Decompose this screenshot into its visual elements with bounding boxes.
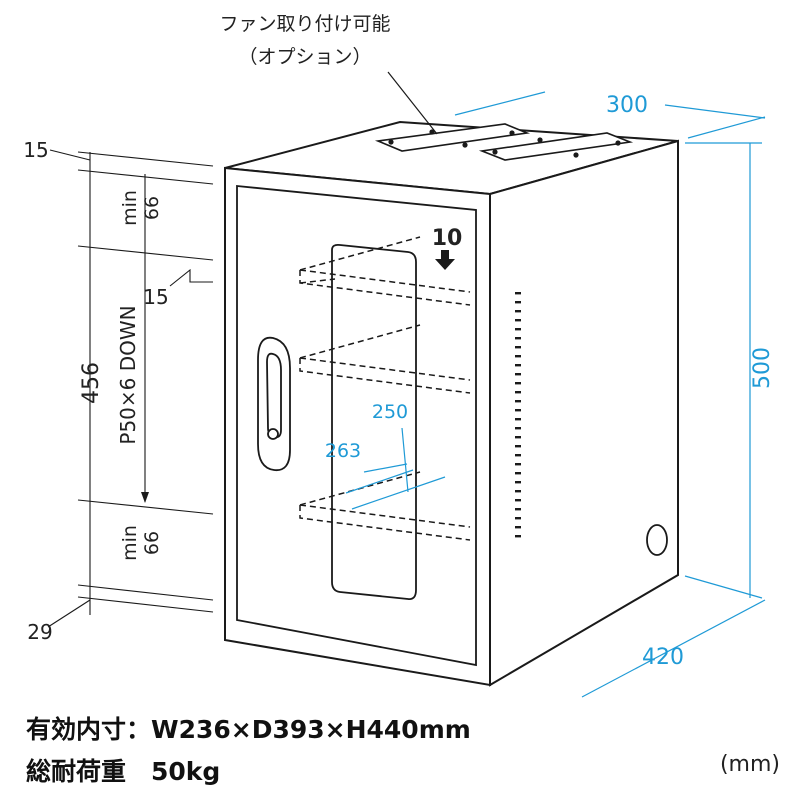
diagram-labels: ファン取り付け可能 （オプション） 300 500 420 250 263 10… (23, 13, 775, 670)
shelf-depth-a-label: 250 (372, 401, 408, 423)
door-window (331, 243, 417, 600)
min-bottom-value: 66 (141, 531, 163, 555)
cable-hole (646, 524, 668, 556)
min-top-word: min (119, 190, 141, 226)
load-capacity-spec: 総耐荷重 50kg (26, 757, 221, 786)
pitch-label: P50×6 DOWN (116, 305, 140, 444)
inner-height-label: 456 (79, 362, 104, 404)
fan-plate-screws (388, 129, 621, 158)
fan-callout-line1: ファン取り付け可能 (219, 13, 390, 35)
shelf-2 (299, 324, 471, 394)
outer-dimension-lines (345, 91, 766, 698)
pitch-arrow-head (141, 492, 149, 503)
shelves (299, 236, 471, 541)
min-top-value: 66 (141, 196, 163, 220)
depth-top-label: 300 (606, 93, 648, 118)
shelf-depth-b-label: 263 (325, 440, 361, 462)
fan-plates (374, 123, 634, 161)
inner-dimensions-spec: 有効内寸：W236×D393×H440mm (26, 715, 471, 744)
cabinet-body (224, 120, 679, 687)
door-frame (236, 185, 477, 667)
fan-callout-line2: （オプション） (238, 46, 371, 68)
shelf-spacing-label: 10 (432, 226, 463, 251)
side-vents (515, 292, 521, 538)
unit-label: (mm) (719, 752, 780, 777)
fan-plate-left (374, 123, 531, 152)
door-handle (257, 336, 291, 472)
left-dimension-lines (47, 149, 214, 628)
rail-offset-label: 15 (143, 285, 168, 309)
shelf-1 (299, 236, 471, 306)
cabinet-side-face (489, 139, 679, 687)
shelf-spacing-arrow (435, 250, 455, 270)
bottom-margin-label: 29 (27, 620, 52, 644)
fan-plate-right (478, 132, 634, 161)
depth-bottom-label: 420 (642, 645, 684, 670)
fan-callout-leader (387, 71, 438, 135)
min-bottom-word: min (119, 525, 141, 561)
height-label: 500 (750, 347, 775, 389)
top-margin-label: 15 (23, 138, 48, 162)
